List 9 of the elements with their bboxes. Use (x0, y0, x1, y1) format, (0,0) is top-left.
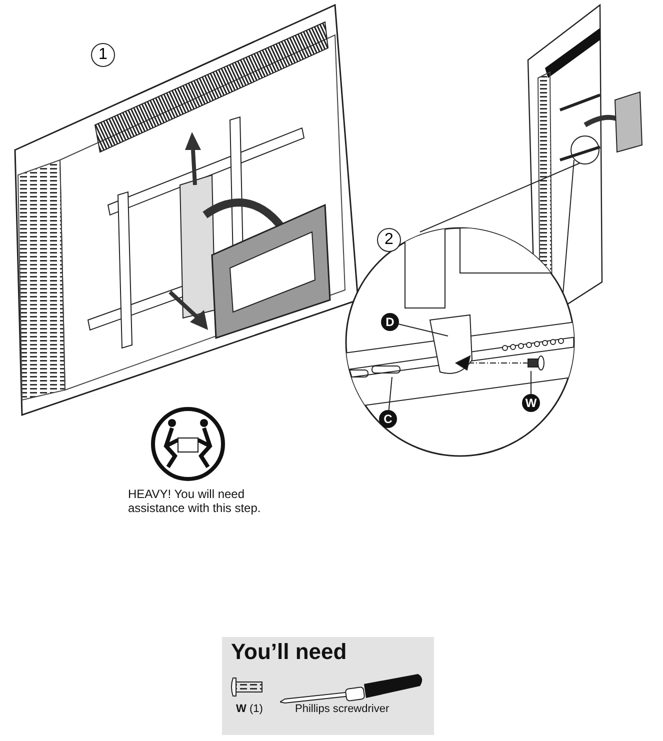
leader-line (530, 370, 532, 394)
step-number: 1 (91, 43, 115, 67)
panel-heading: You’ll need (231, 639, 347, 665)
step-number: 2 (377, 228, 401, 252)
part-quantity: W (1) (236, 703, 263, 715)
leader-line (398, 324, 448, 336)
tool-name: Phillips screwdriver (295, 703, 390, 715)
warning-text: HEAVY! You will need assistance with this step. (128, 487, 262, 515)
leader-line (388, 376, 392, 411)
